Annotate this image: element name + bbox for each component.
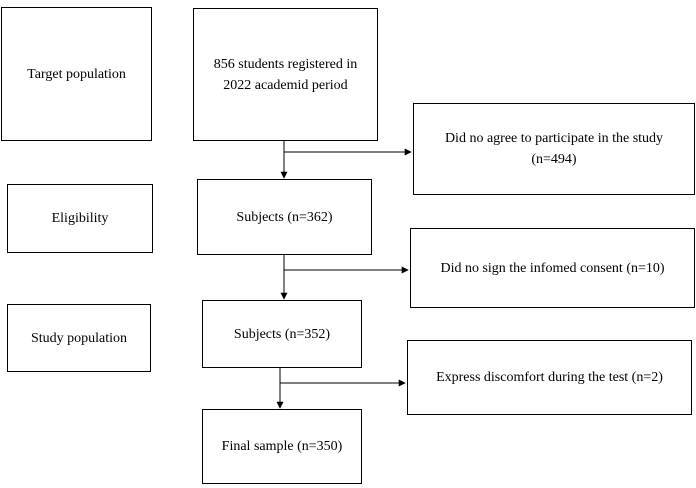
flow-box-subjects-362: Subjects (n=362)	[197, 179, 372, 255]
exclusion-label-no-agree: Did no agree to participate in the study…	[444, 131, 664, 167]
exclusion-box-no-consent: Did no sign the infomed consent (n=10)	[410, 228, 695, 308]
flow-label-subjects-352: Subjects (n=352)	[233, 326, 331, 342]
exclusion-box-no-agree: Did no agree to participate in the study…	[413, 103, 695, 195]
stage-box-study-population: Study population	[7, 304, 151, 372]
exclusion-box-discomfort: Express discomfort during the test (n=2)	[407, 340, 692, 415]
flow-box-final-sample: Final sample (n=350)	[202, 409, 362, 484]
flow-box-registered-students: 856 students registered in 2022 academid…	[193, 8, 378, 141]
stage-label-eligibility: Eligibility	[51, 211, 109, 226]
stage-box-target-population: Target population	[1, 7, 152, 141]
stage-label-target-population: Target population	[27, 66, 126, 82]
stage-label-study-population: Study population	[30, 330, 128, 346]
exclusion-label-discomfort: Express discomfort during the test (n=2)	[436, 370, 663, 385]
flow-label-final-sample: Final sample (n=350)	[221, 439, 343, 454]
flow-box-subjects-352: Subjects (n=352)	[202, 300, 362, 368]
flow-label-registered-students: 856 students registered in 2022 academid…	[213, 56, 358, 93]
stage-box-eligibility: Eligibility	[7, 184, 153, 253]
exclusion-label-no-consent: Did no sign the infomed consent (n=10)	[440, 260, 665, 276]
flow-label-subjects-362: Subjects (n=362)	[236, 209, 333, 225]
